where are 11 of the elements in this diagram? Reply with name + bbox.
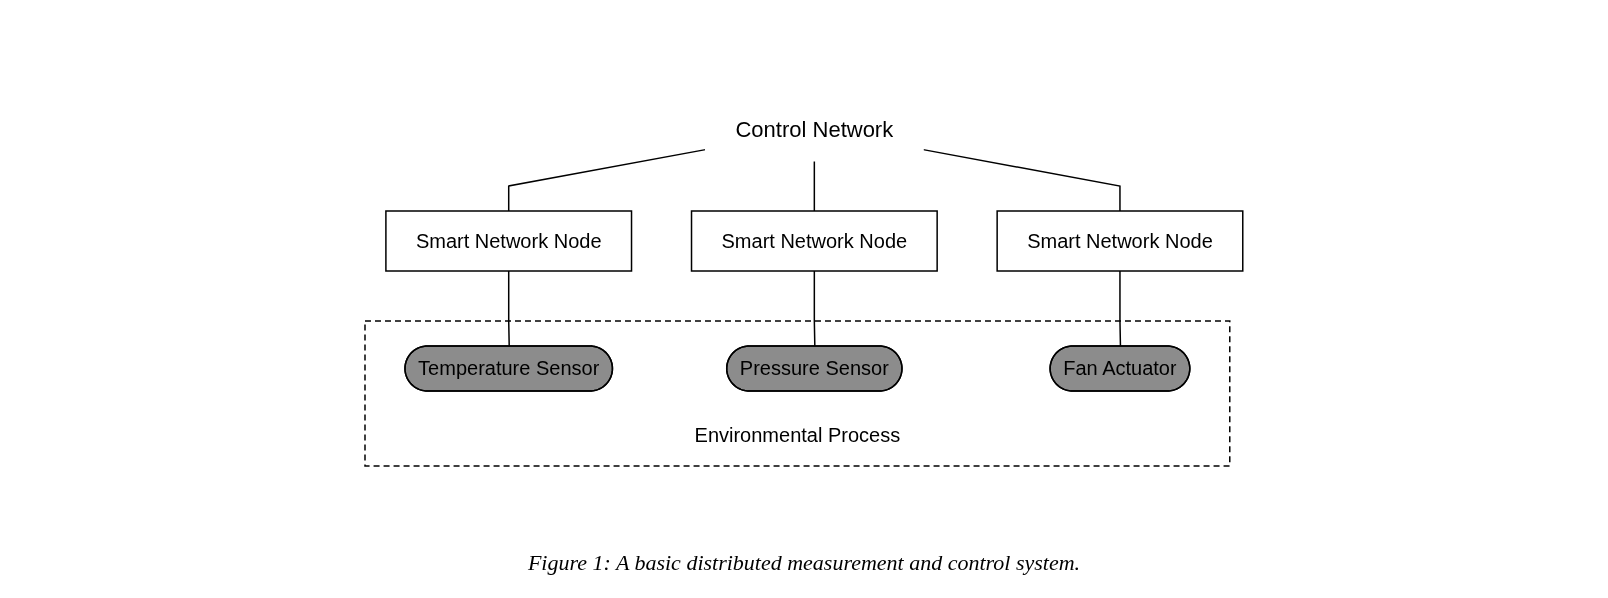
figure-caption: Figure 1: A basic distributed measurement and control system. [527,550,1081,576]
connector [813,270,816,348]
node-text: Control Network [735,117,894,142]
connector [508,148,707,212]
node-box: Smart Network Node [385,210,633,272]
connector [1119,270,1122,348]
node-box: Smart Network Node [690,210,938,272]
connector [922,148,1121,212]
connector [813,160,816,212]
node-box: Smart Network Node [996,210,1244,272]
connector [508,270,511,348]
